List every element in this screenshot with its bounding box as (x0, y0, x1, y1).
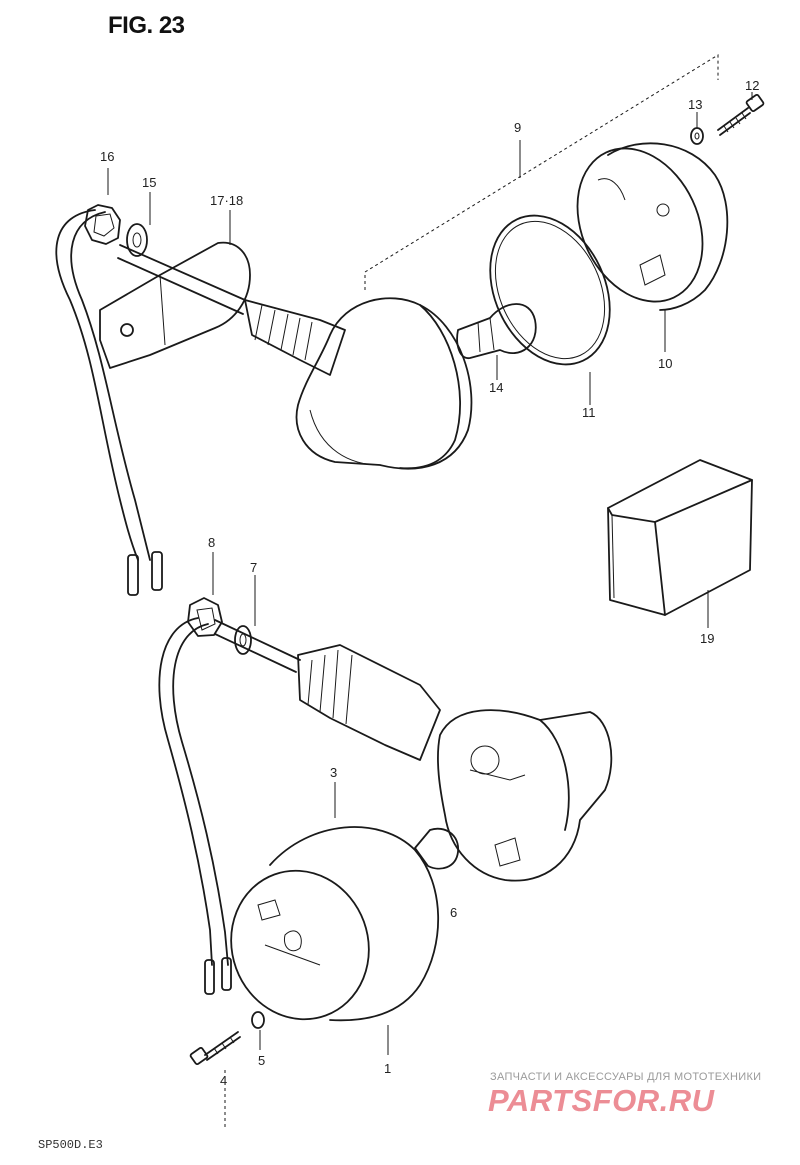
lens-10 (576, 142, 729, 311)
mounting-bracket-17-18 (99, 241, 251, 369)
bulb-14 (456, 303, 537, 359)
lower-housing (437, 709, 613, 882)
callout-8: 8 (208, 535, 215, 550)
callout-9: 9 (514, 120, 521, 135)
callout-15: 15 (142, 175, 156, 190)
lower-stem (214, 619, 441, 761)
relay-19 (607, 459, 753, 616)
callout-16: 16 (100, 149, 114, 164)
callout-19: 19 (700, 631, 714, 646)
callout-13: 13 (688, 97, 702, 112)
washer-15 (126, 223, 148, 257)
callout-4: 4 (220, 1073, 227, 1088)
figure-title: FIG. 23 (108, 12, 185, 39)
washer-5 (251, 1011, 265, 1029)
callout-7: 7 (250, 560, 257, 575)
lower-wire-harness (158, 617, 232, 995)
upper-lens-housing (295, 297, 473, 470)
upper-stem (117, 244, 346, 376)
bulb-6 (414, 827, 459, 870)
callout-6: 6 (450, 905, 457, 920)
lens-3 (230, 826, 440, 1022)
washer-13 (690, 127, 704, 145)
screw-12 (717, 93, 765, 136)
nut-16 (84, 204, 121, 245)
callout-3: 3 (330, 765, 337, 780)
nut-8 (187, 597, 223, 637)
callout-14: 14 (489, 380, 503, 395)
watermark-logo: PARTSFOR.RU (488, 1083, 715, 1118)
leader-lines (107, 54, 753, 1130)
callout-5: 5 (258, 1053, 265, 1068)
model-code: SP500D.E3 (38, 1138, 103, 1152)
callout-12: 12 (745, 78, 759, 93)
screw-4 (189, 1031, 241, 1066)
callout-1: 1 (384, 1061, 391, 1076)
callout-labels: 16 15 17·18 9 13 12 10 11 14 19 8 7 3 6 … (100, 78, 759, 1088)
callout-11: 11 (582, 405, 596, 420)
watermark-tagline: ЗАПЧАСТИ И АКСЕССУАРЫ ДЛЯ МОТОТЕХНИКИ (490, 1071, 762, 1083)
callout-10: 10 (658, 356, 672, 371)
gasket-11 (489, 214, 611, 366)
upper-wire-harness (55, 209, 163, 596)
callout-17-18: 17·18 (210, 193, 243, 208)
